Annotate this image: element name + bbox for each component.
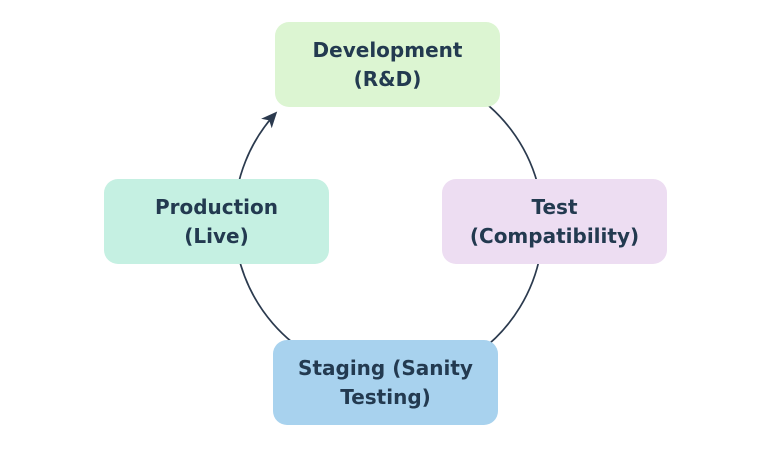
node-staging-label-line2: Testing) bbox=[340, 384, 431, 409]
node-development: Development (R&D) bbox=[275, 22, 500, 107]
node-test-label-line1: Test bbox=[531, 194, 578, 219]
node-test: Test (Compatibility) bbox=[442, 179, 667, 264]
node-production-label-line2: (Live) bbox=[184, 223, 249, 248]
node-staging: Staging (Sanity Testing) bbox=[273, 340, 498, 425]
node-production: Production (Live) bbox=[104, 179, 329, 264]
node-test-label-line2: (Compatibility) bbox=[469, 223, 640, 248]
node-production-label-line1: Production bbox=[154, 194, 279, 219]
node-development-label-line1: Development bbox=[312, 37, 463, 62]
node-development-label-line2: (R&D) bbox=[353, 66, 422, 91]
node-staging-label-line1: Staging (Sanity bbox=[298, 355, 473, 380]
